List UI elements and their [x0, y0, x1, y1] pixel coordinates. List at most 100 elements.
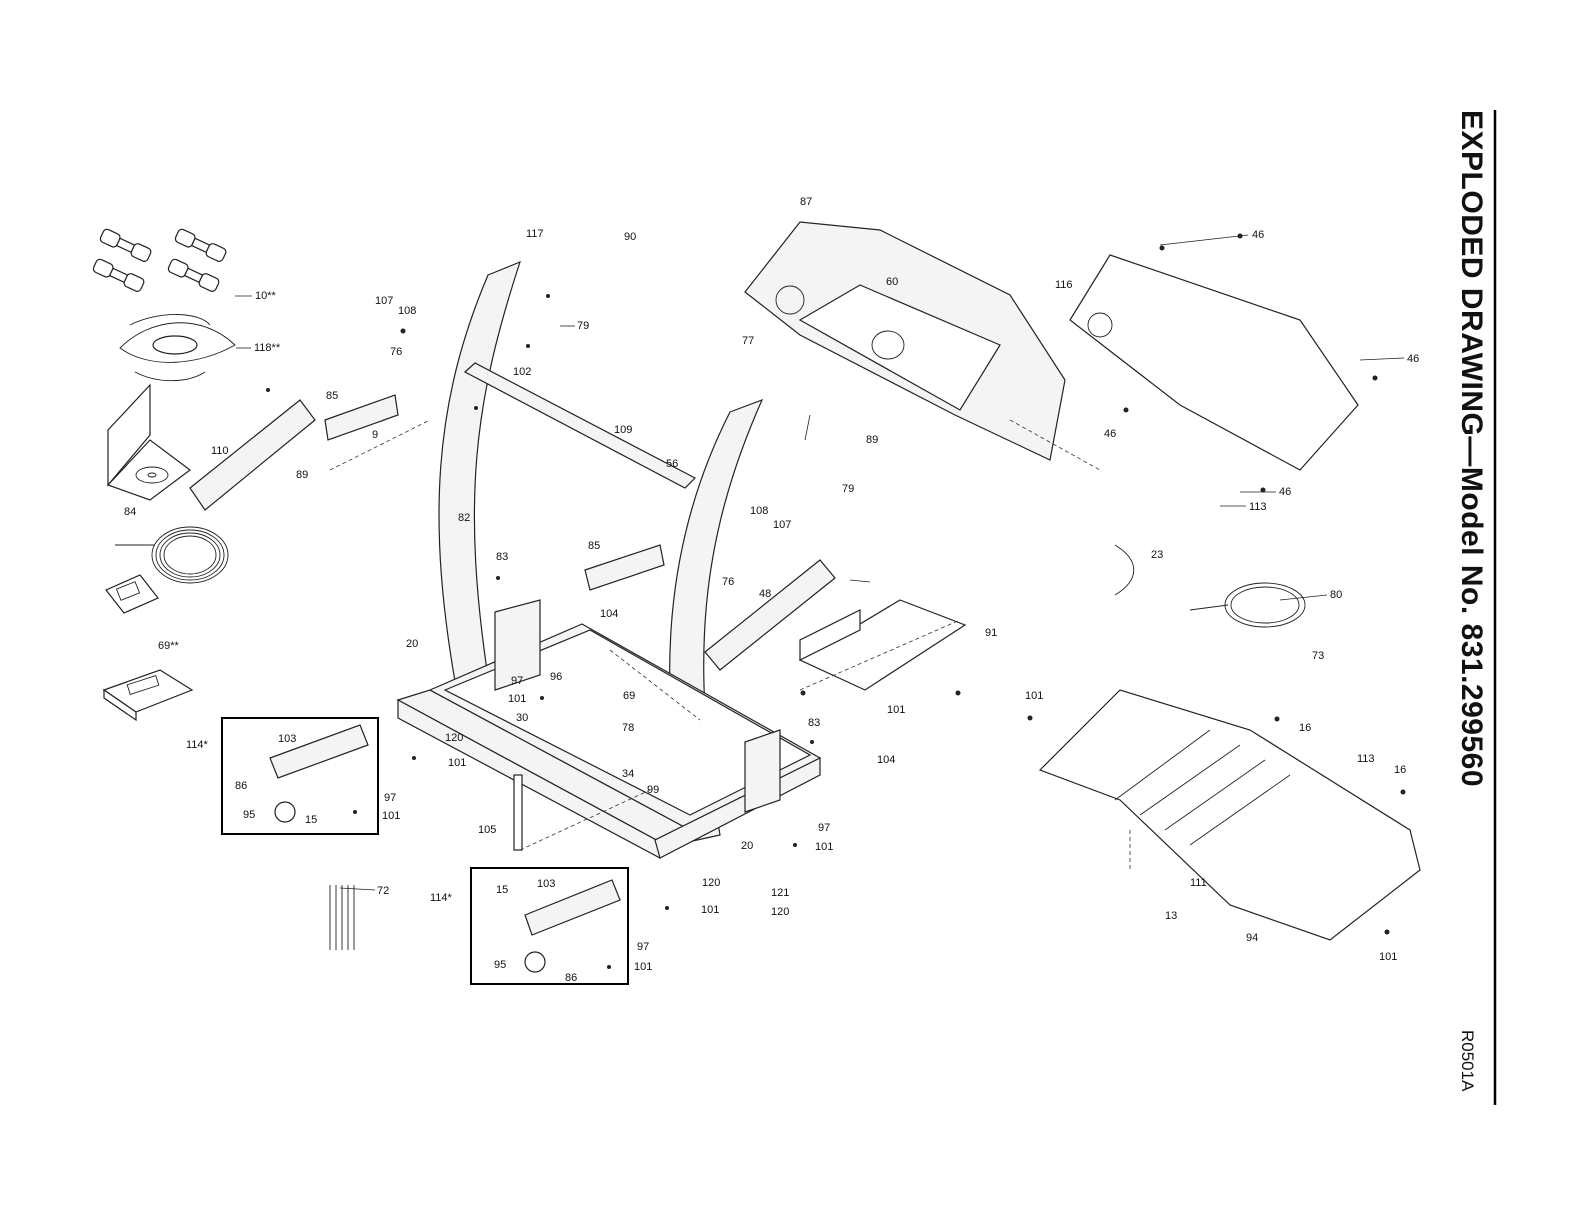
callout-72: 72	[377, 885, 389, 897]
detail-box-114-lower	[470, 867, 629, 985]
accessory-weights	[92, 228, 227, 292]
callout-76b: 76	[722, 576, 734, 588]
callout-46a: 46	[1252, 229, 1264, 241]
console-87	[744, 221, 1066, 461]
callout-46d: 46	[1279, 486, 1291, 498]
callout-101f: 101	[815, 841, 833, 853]
callout-108a: 108	[398, 305, 416, 317]
callout-76a: 76	[390, 346, 402, 358]
callout-104b: 104	[877, 754, 895, 766]
fasteners	[266, 233, 1406, 969]
handrail-right-48	[704, 559, 836, 671]
callout-15a: 15	[305, 814, 317, 826]
callout-90: 90	[624, 231, 636, 243]
callout-20a: 20	[406, 638, 418, 650]
callout-79a: 79	[577, 320, 589, 332]
callout-20b: 20	[741, 840, 753, 852]
callout-78: 78	[622, 722, 634, 734]
callout-85b: 85	[588, 540, 600, 552]
callout-107a: 107	[375, 295, 393, 307]
manual-cd	[106, 383, 191, 501]
callout-16b: 16	[1394, 764, 1406, 776]
callout-120a: 120	[445, 732, 463, 744]
callout-107b: 107	[773, 519, 791, 531]
callout-101i: 101	[634, 961, 652, 973]
callout-101g: 101	[701, 904, 719, 916]
callout-117a: 117	[526, 228, 544, 240]
callout-99: 99	[647, 784, 659, 796]
detail-box-114-upper	[221, 717, 379, 835]
drawing-code: R0501A	[1458, 1030, 1477, 1092]
callouts: 117 90 87 46 116 10** 107 108 79 76 118*…	[124, 196, 1419, 984]
callout-83b: 83	[808, 717, 820, 729]
callout-110: 110	[211, 445, 229, 457]
callout-87: 87	[800, 196, 812, 208]
callout-111: 111	[1190, 877, 1207, 889]
assembly-guides	[329, 419, 1131, 870]
callout-9: 9	[372, 429, 378, 441]
callout-60: 60	[886, 276, 898, 288]
chest-strap	[119, 314, 236, 382]
wheel-assembly-upper	[269, 724, 369, 823]
callout-108b: 108	[750, 505, 768, 517]
callout-10: 10**	[255, 290, 277, 302]
callout-97a: 97	[511, 675, 523, 687]
cable-ties	[329, 885, 355, 950]
callout-95a: 95	[243, 809, 255, 821]
callout-34: 34	[622, 768, 634, 780]
motor-hood-94	[1038, 689, 1421, 941]
wire-harness-80	[1189, 582, 1306, 628]
callout-113b: 113	[1249, 501, 1267, 513]
callout-121: 121	[771, 887, 789, 899]
callout-101h: 101	[1379, 951, 1397, 963]
title-block: EXPLODED DRAWING—Model No. 831.299560 R0…	[1455, 110, 1497, 1105]
sleeves-85	[324, 394, 665, 591]
elevation-motor-105	[513, 774, 523, 851]
console-back-116	[1069, 254, 1359, 471]
callout-113a: 113	[1357, 753, 1375, 765]
callout-46b: 46	[1407, 353, 1419, 365]
power-cord-coil	[115, 526, 229, 584]
callout-105: 105	[478, 824, 496, 836]
callout-120b: 120	[702, 877, 720, 889]
clip-23	[1114, 544, 1134, 596]
callout-104a: 104	[600, 608, 618, 620]
callout-103a: 103	[278, 733, 296, 745]
callout-97b: 97	[384, 792, 396, 804]
callout-48: 48	[759, 588, 771, 600]
callout-95b: 95	[494, 959, 506, 971]
callout-102: 102	[513, 366, 531, 378]
crossbar-109	[463, 362, 697, 489]
drawing-title: EXPLODED DRAWING—Model No. 831.299560	[1455, 110, 1488, 787]
callout-80: 80	[1330, 589, 1342, 601]
callout-103b: 103	[537, 878, 555, 890]
brackets	[494, 599, 781, 813]
callout-77: 77	[742, 335, 754, 347]
callout-73: 73	[1312, 650, 1324, 662]
callout-114b: 114*	[430, 892, 453, 904]
callout-23: 23	[1151, 549, 1163, 561]
callout-109: 109	[614, 424, 632, 436]
callout-118: 118**	[254, 342, 281, 354]
callout-120c: 120	[771, 906, 789, 918]
callout-89a: 89	[296, 469, 308, 481]
callout-84: 84	[124, 506, 136, 518]
callout-116: 116	[1055, 279, 1073, 291]
callout-101b: 101	[1025, 690, 1043, 702]
callout-56: 56	[666, 458, 678, 470]
callout-91: 91	[985, 627, 997, 639]
callout-16a: 16	[1299, 722, 1311, 734]
shield-91	[798, 599, 967, 691]
callout-79b: 79	[842, 483, 854, 495]
callout-82: 82	[458, 512, 470, 524]
wheel-assembly-lower	[524, 879, 621, 973]
callout-101a: 101	[508, 693, 526, 705]
callout-85a: 85	[326, 390, 338, 402]
callout-101c: 101	[887, 704, 905, 716]
callout-101e: 101	[382, 810, 400, 822]
callout-86a: 86	[235, 780, 247, 792]
callout-69a: 69**	[158, 640, 180, 652]
callout-30: 30	[516, 712, 528, 724]
callout-97c: 97	[818, 822, 830, 834]
callout-86b: 86	[565, 972, 577, 984]
